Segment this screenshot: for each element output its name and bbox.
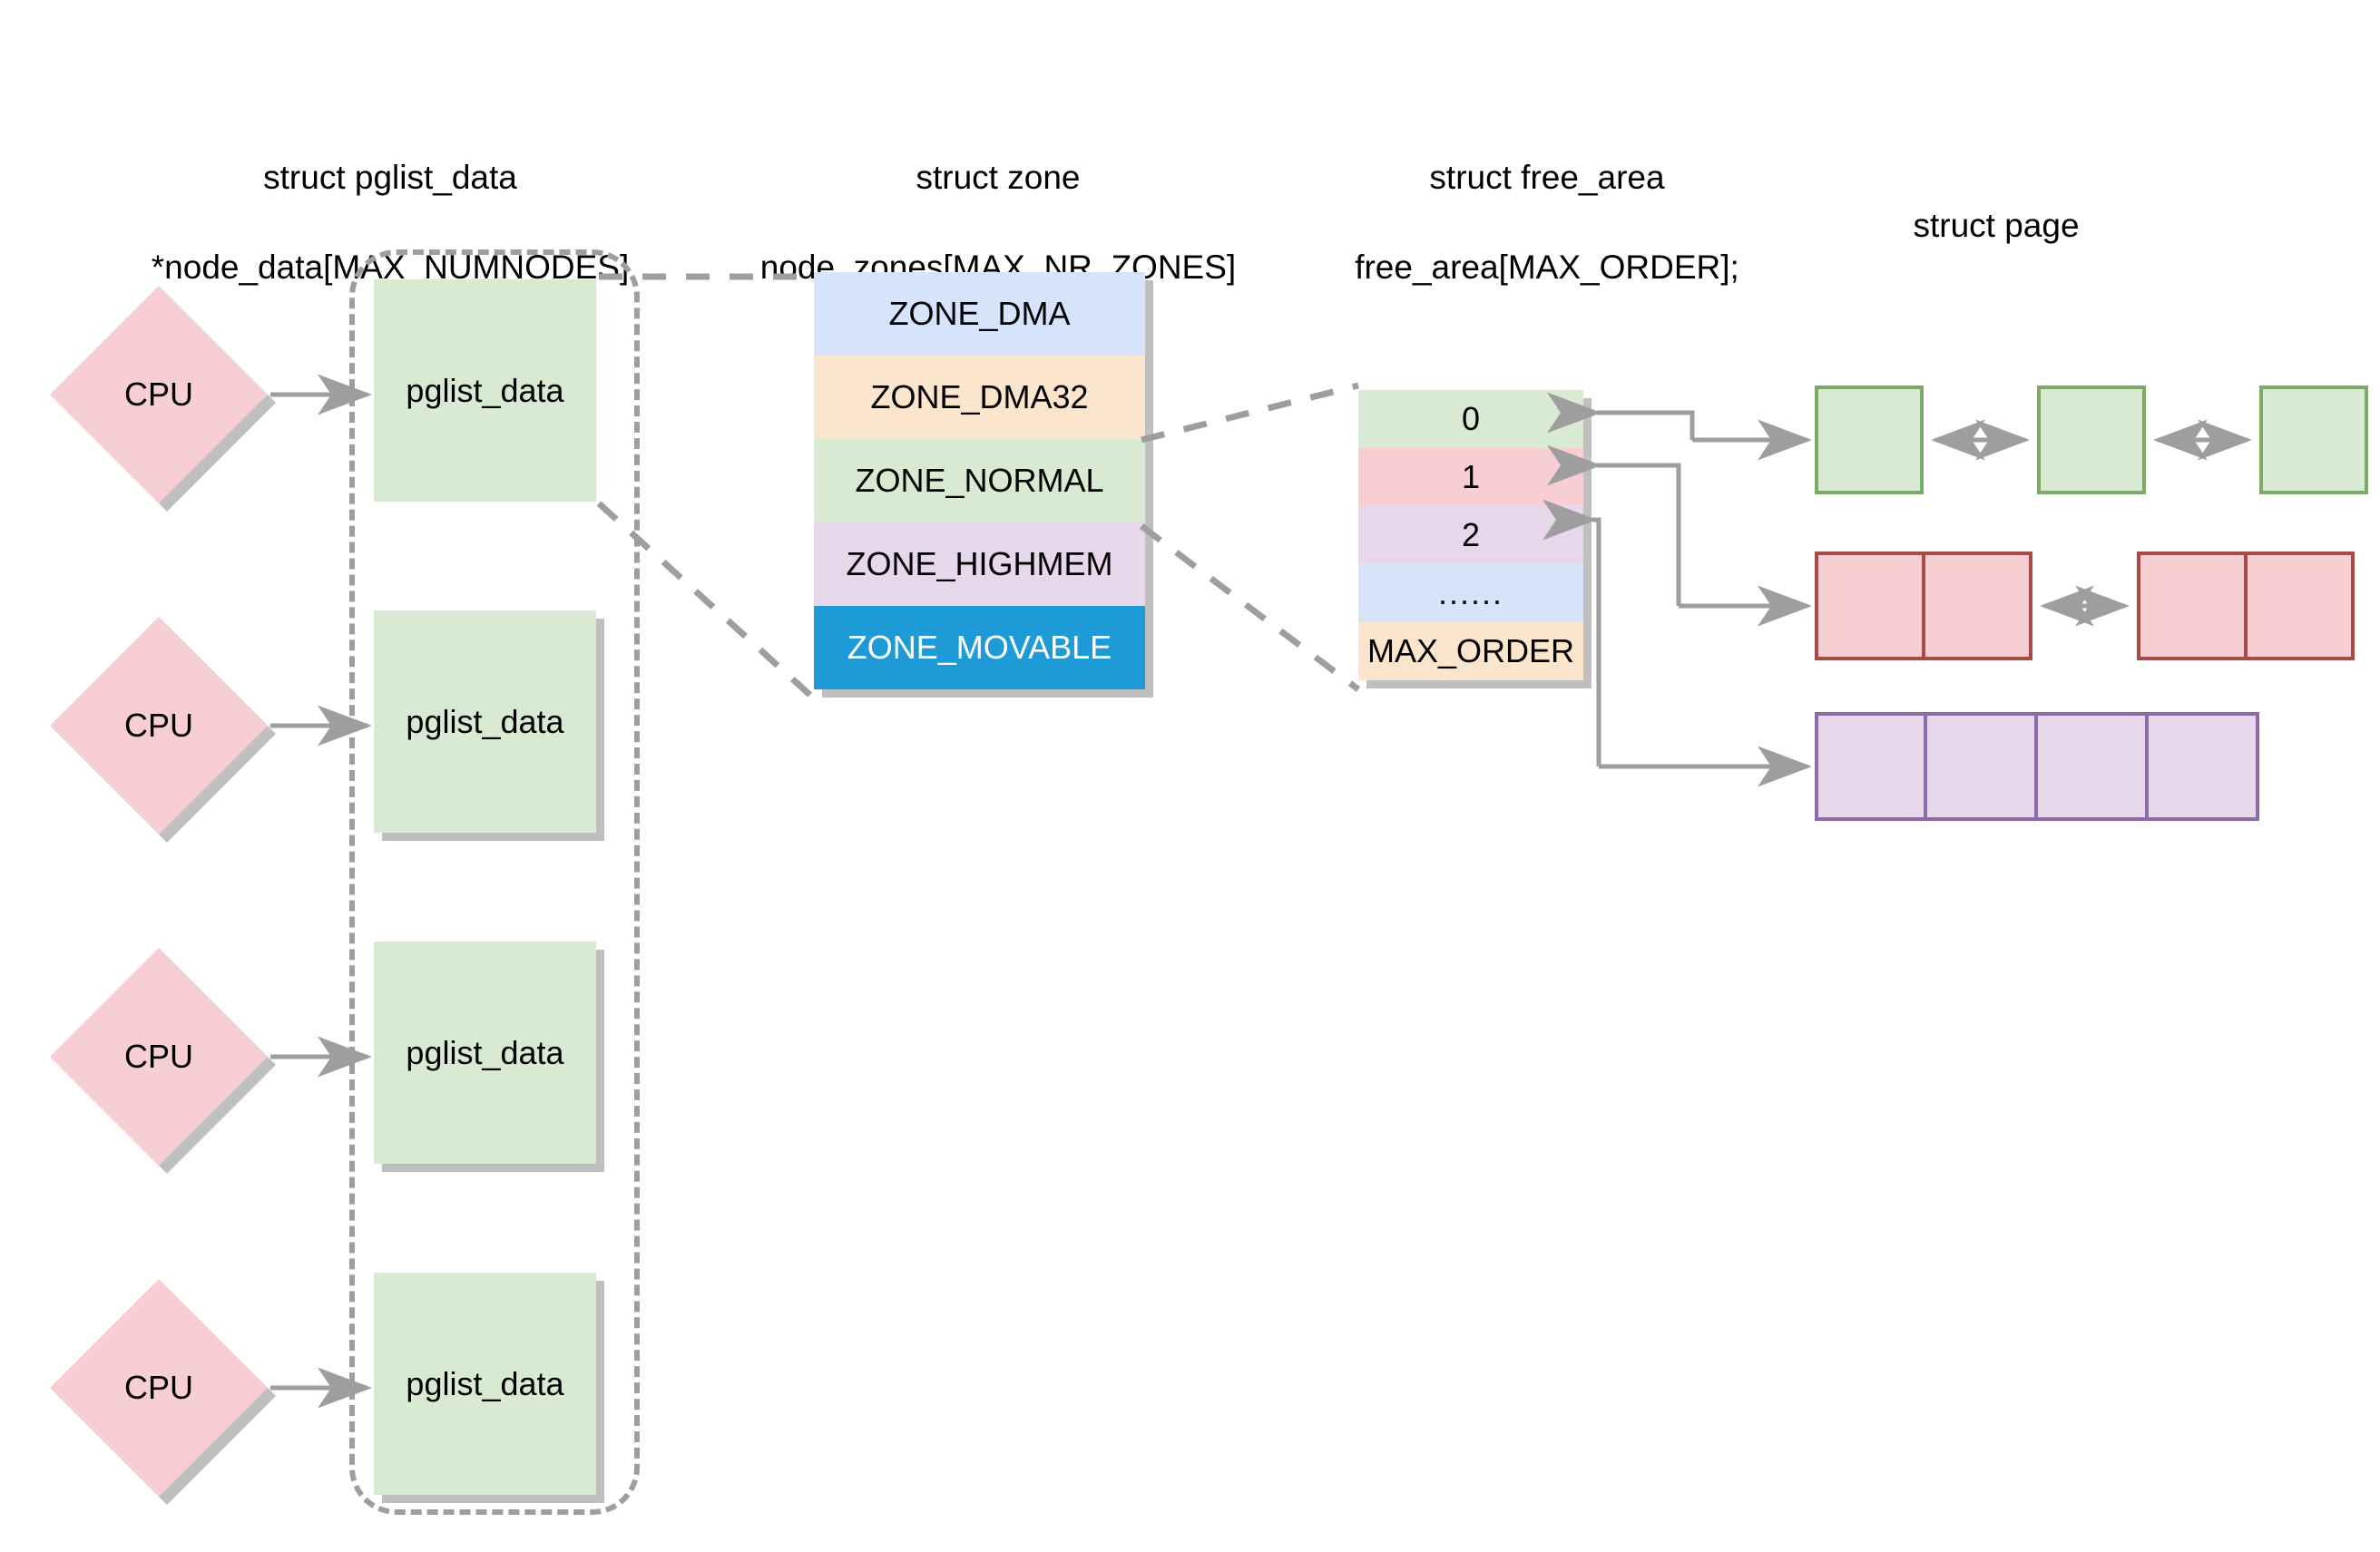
arrow-page-row1-back-to-freearea1 — [1547, 444, 1681, 606]
free-area-order-label: ...... — [1437, 574, 1503, 611]
free-area-row-order-2[interactable]: 2 — [1358, 506, 1583, 564]
pglist-data-box: pglist_data — [374, 942, 596, 1164]
arrow-page-row2-back-to-freearea2 — [1543, 499, 1601, 766]
zone-label: ZONE_NORMAL — [855, 462, 1104, 499]
pglist-data-box: pglist_data — [374, 1273, 596, 1495]
pglist-data-box: pglist_data — [374, 279, 596, 502]
free-area-order-label: 2 — [1461, 516, 1481, 553]
zone-label: ZONE_MOVABLE — [847, 629, 1112, 666]
free-area-row-order-1[interactable]: 1 — [1358, 448, 1583, 506]
page-divider-order2-1 — [1924, 712, 1927, 821]
header-node-data-line1: struct pglist_data — [263, 159, 517, 197]
page-block-order0-a[interactable] — [1815, 386, 1924, 494]
page-divider-order2-2 — [2034, 712, 2038, 821]
header-free-area: struct free_area free_area[MAX_ORDER]; — [1288, 111, 1806, 334]
pglist-data-node-1[interactable]: pglist_data — [374, 279, 596, 502]
free-area-row-order-0[interactable]: 0 — [1358, 390, 1583, 448]
zone-row-normal[interactable]: ZONE_NORMAL — [814, 439, 1145, 522]
cpu-label: CPU — [123, 376, 193, 413]
pglist-data-node-2[interactable]: pglist_data — [374, 610, 604, 841]
zone-row-movable[interactable]: ZONE_MOVABLE — [814, 606, 1145, 689]
pglist-data-node-3[interactable]: pglist_data — [374, 942, 604, 1172]
pglist-data-label: pglist_data — [406, 371, 564, 409]
pglist-data-node-4[interactable]: pglist_data — [374, 1273, 604, 1503]
cpu-label: CPU — [123, 707, 193, 744]
pglist-data-label: pglist_data — [406, 702, 564, 740]
cpu-node-1[interactable]: CPU — [50, 286, 276, 512]
zone-label: ZONE_HIGHMEM — [846, 545, 1113, 582]
zone-row-dma[interactable]: ZONE_DMA — [814, 272, 1145, 356]
header-struct-page-line1: struct page — [1913, 207, 2080, 245]
zone-label: ZONE_DMA32 — [870, 378, 1089, 415]
cpu-node-2[interactable]: CPU — [50, 617, 276, 843]
pglist-data-box: pglist_data — [374, 610, 596, 833]
cpu-diamond: CPU — [50, 1279, 268, 1497]
free-area-row-max-order[interactable]: MAX_ORDER — [1358, 622, 1583, 680]
free-area-row-ellipsis[interactable]: ...... — [1358, 564, 1583, 622]
page-block-order0-b[interactable] — [2037, 386, 2146, 494]
zone-stack: ZONE_DMA ZONE_DMA32 ZONE_NORMAL ZONE_HIG… — [814, 272, 1153, 698]
cpu-node-4[interactable]: CPU — [50, 1279, 276, 1505]
page-block-order0-c[interactable] — [2259, 386, 2368, 494]
node-data-array-container — [349, 249, 640, 1515]
dashed-link-zone-to-freearea-top — [1141, 382, 1359, 444]
page-divider-order1-b — [2244, 551, 2248, 660]
cpu-diamond: CPU — [50, 948, 268, 1166]
pglist-data-label: pglist_data — [406, 1364, 564, 1402]
free-area-order-label: MAX_ORDER — [1366, 632, 1575, 669]
zone-row-dma32[interactable]: ZONE_DMA32 — [814, 356, 1145, 439]
free-area-order-label: 1 — [1461, 458, 1481, 495]
cpu-label: CPU — [123, 1369, 193, 1406]
zone-label: ZONE_DMA — [888, 295, 1071, 332]
cpu-diamond: CPU — [50, 286, 268, 503]
header-struct-page: struct page — [1797, 159, 2196, 293]
free-area-order-label: 0 — [1461, 400, 1481, 437]
page-divider-order1-a — [1922, 551, 1925, 660]
header-free-area-line2: free_area[MAX_ORDER]; — [1355, 248, 1739, 286]
zone-stack-rows: ZONE_DMA ZONE_DMA32 ZONE_NORMAL ZONE_HIG… — [814, 272, 1145, 689]
header-node-zones-line1: struct zone — [916, 159, 1081, 197]
pglist-data-label: pglist_data — [406, 1033, 564, 1071]
zone-row-highmem[interactable]: ZONE_HIGHMEM — [814, 522, 1145, 606]
dashed-link-zone-to-freearea-bottom — [1139, 523, 1361, 692]
free-area-stack-rows: 0 1 2 ...... MAX_ORDER — [1358, 390, 1583, 680]
cpu-diamond: CPU — [50, 617, 268, 835]
page-divider-order2-3 — [2145, 712, 2149, 821]
cpu-node-3[interactable]: CPU — [50, 948, 276, 1174]
arrow-page-row0-back-to-freearea0 — [1547, 392, 1695, 440]
free-area-stack: 0 1 2 ...... MAX_ORDER — [1358, 390, 1592, 688]
header-node-zones: struct zone node_zones[MAX_NR_ZONES] — [717, 111, 1279, 334]
header-free-area-line1: struct free_area — [1429, 159, 1665, 197]
cpu-label: CPU — [123, 1038, 193, 1075]
